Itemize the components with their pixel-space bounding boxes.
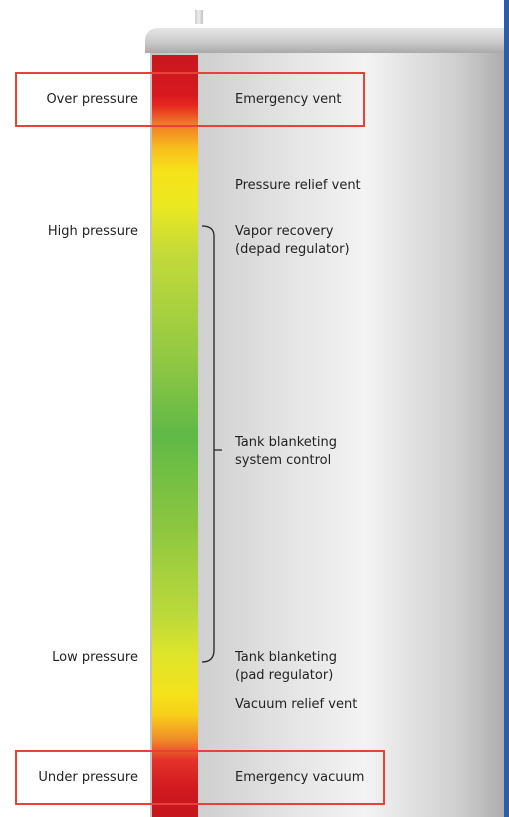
tank-blanketing-line2: (pad regulator) (235, 668, 334, 683)
emergency-vent-label: Emergency vent (235, 92, 342, 107)
tank-blanketing-label: Tank blanketing (pad regulator) (235, 649, 337, 685)
under-pressure-label: Under pressure (38, 770, 138, 785)
over-pressure-label: Over pressure (46, 92, 138, 107)
emergency-vacuum-label: Emergency vacuum (235, 770, 365, 785)
system-control-line2: system control (235, 453, 332, 468)
vapor-recovery-line1: Vapor recovery (235, 224, 334, 239)
vapor-recovery-line2: (depad regulator) (235, 242, 350, 257)
tank-blanketing-line1: Tank blanketing (235, 650, 337, 665)
pressure-relief-vent-label: Pressure relief vent (235, 178, 361, 193)
system-control-label: Tank blanketing system control (235, 434, 337, 470)
pressure-scale-bar (152, 55, 198, 817)
vapor-recovery-label: Vapor recovery (depad regulator) (235, 223, 350, 259)
tank-edge-line (504, 0, 509, 817)
under-pressure-highlight (15, 750, 385, 805)
low-pressure-label: Low pressure (52, 650, 138, 665)
system-control-line1: Tank blanketing (235, 435, 337, 450)
over-pressure-highlight (15, 72, 365, 127)
tank-body (150, 53, 509, 817)
tank-roof (145, 28, 509, 53)
tank-nozzle (195, 10, 203, 24)
control-range-brace (201, 225, 222, 663)
high-pressure-label: High pressure (47, 224, 138, 239)
vacuum-relief-vent-label: Vacuum relief vent (235, 697, 358, 712)
